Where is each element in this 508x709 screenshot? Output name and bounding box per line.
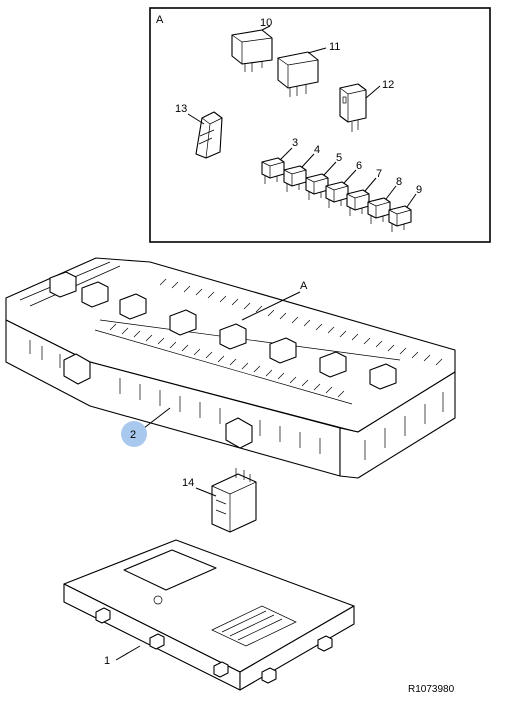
callout-2: 2 [130, 429, 136, 441]
callout-1: 1 [104, 655, 110, 667]
callout-2-highlight [121, 421, 147, 447]
fuse-9-icon [388, 205, 412, 232]
callout-12: 12 [382, 79, 394, 91]
callout-6: 6 [356, 160, 362, 172]
callout-13: 13 [175, 103, 187, 115]
label-plate [123, 549, 217, 591]
connector-cavity-row [29, 340, 444, 460]
bracket-14-icon [211, 468, 257, 533]
callout-9: 9 [416, 184, 422, 196]
inset-label: A [156, 14, 164, 26]
fuse-slot-row [109, 278, 443, 398]
fuse-relay-box-2 [5, 257, 456, 479]
callout-7: 7 [376, 168, 382, 180]
callout-3: 3 [292, 137, 298, 149]
relay-11-icon [277, 51, 319, 97]
callout-10: 10 [260, 17, 272, 29]
callout-4: 4 [314, 144, 320, 156]
mounting-lug-right [225, 417, 253, 449]
inset-detail-a: A 10 11 12 [149, 7, 491, 243]
callout-a: A [300, 280, 308, 292]
mounting-lug-left [63, 353, 91, 385]
relay-12-icon [339, 83, 367, 132]
callout-11: 11 [329, 41, 340, 53]
callout-14: 14 [182, 477, 194, 489]
reference-number: R1073980 [408, 684, 455, 695]
callout-8: 8 [396, 176, 402, 188]
fuse-3-icon [261, 157, 285, 184]
callout-5: 5 [336, 152, 342, 164]
control-module-1 [63, 539, 355, 691]
relay-blocks [49, 271, 397, 390]
